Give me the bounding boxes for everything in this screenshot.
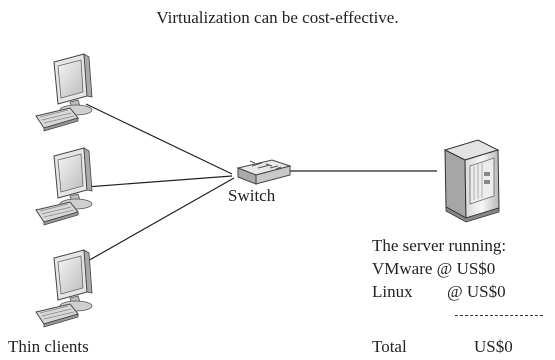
cost-row-total: Total US$0 [372,337,555,357]
server-heading: The server running: [372,236,507,255]
total-value: US$0 [474,337,513,356]
link-client2-switch [85,175,233,188]
diagram-title: Virtualization can be cost-effective. [156,8,399,27]
network-switch-icon [236,159,292,185]
thin-client-computer-icon [35,249,93,328]
cost-item-value: @ US$0 [436,259,496,278]
cost-item-name: Linux [372,282,413,301]
cost-item-value: @ US$0 [447,282,506,301]
sum-divider-line [455,315,543,316]
tower-server-icon [443,139,500,223]
cost-item-name: VMware [372,259,433,278]
thin-clients-label: Thin clients [8,337,89,356]
link-client3-switch [85,177,235,263]
total-label: Total [372,337,407,356]
thin-client-computer-icon [35,53,93,132]
switch-label: Switch [228,186,276,205]
cost-row-linux: Linux @ US$0 [372,282,535,302]
thin-client-computer-icon [35,147,93,226]
link-client1-switch [85,103,233,175]
cost-row-vmware: VMware @ US$0 [372,259,495,279]
connection-lines [85,103,437,263]
